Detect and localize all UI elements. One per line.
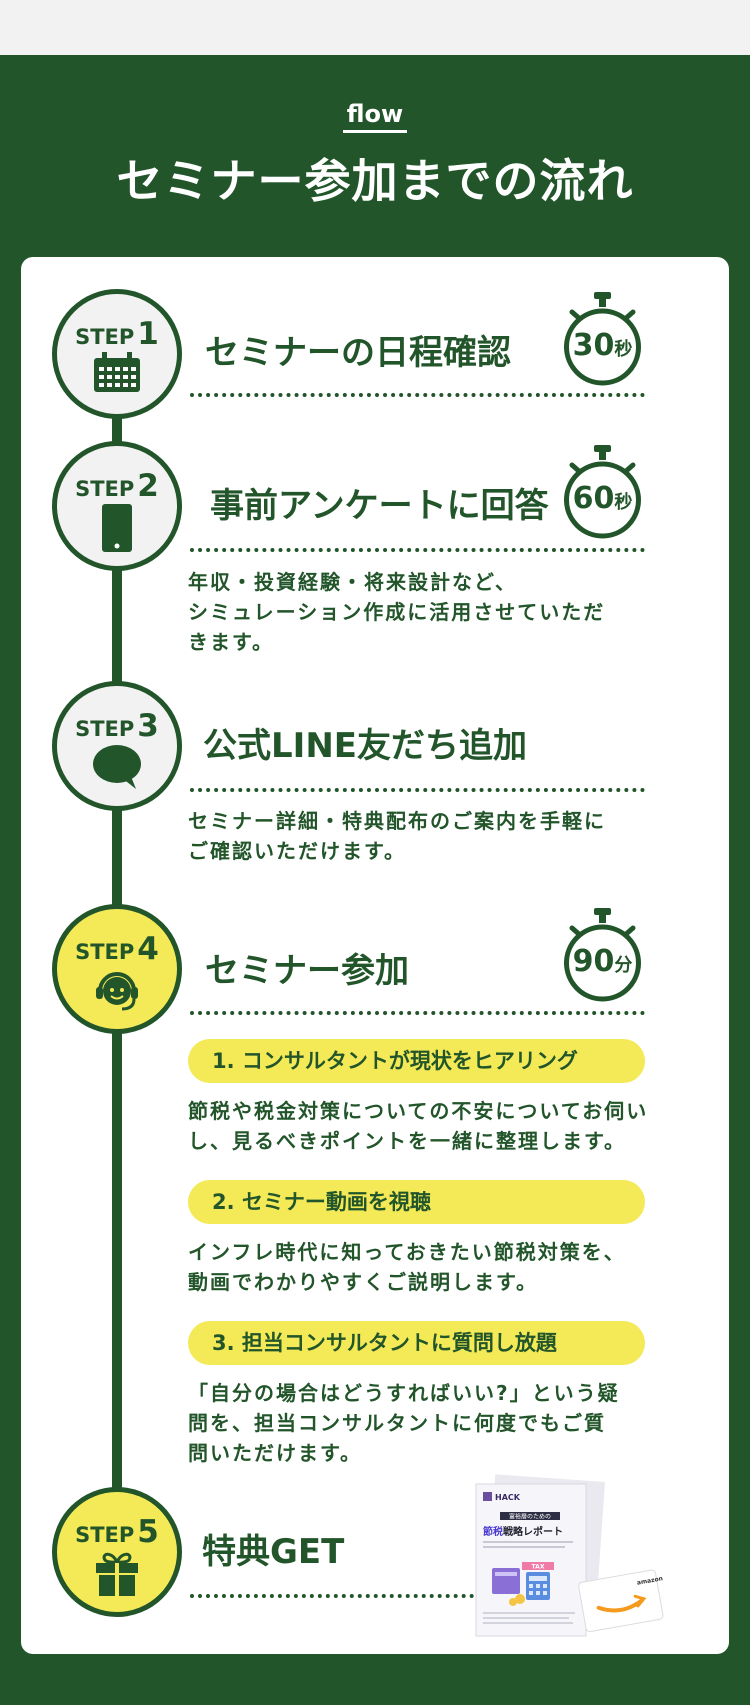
step-2-label: STEP2 (75, 468, 159, 504)
calendar-icon (57, 352, 177, 394)
step-4-label: STEP4 (75, 931, 159, 967)
chat-bubble-icon (57, 744, 177, 790)
substep-3-description: 「自分の場合はどうすればいい?」という疑 問を、担当コンサルタントに何度でもご質… (188, 1381, 620, 1465)
step-1-timer: 30秒 (560, 290, 645, 390)
step-2-badge: STEP2 (52, 441, 182, 571)
step-1-label: STEP1 (75, 316, 159, 352)
step-1-title: セミナーの日程確認 (205, 333, 511, 373)
report-kicker: 富裕層のための (509, 1513, 551, 1521)
substep-1-label: 1. コンサルタントが現状をヒアリング (188, 1039, 645, 1083)
gift-card-brand: amazon (636, 1575, 663, 1586)
substep-3-label: 3. 担当コンサルタントに質問し放題 (188, 1321, 645, 1365)
report-tax-tag: TAX (532, 1564, 545, 1571)
step-1-timer-value: 30秒 (572, 328, 633, 363)
top-band (0, 0, 750, 55)
substep-1-description: 節税や税金対策についての不安についてお伺い し、見るべきポイントを一緒に整理しま… (188, 1099, 649, 1153)
step-3-label: STEP3 (75, 708, 159, 744)
section-title: セミナー参加までの流れ (116, 154, 634, 208)
step-1-divider (190, 393, 645, 397)
step-2-description: 年収・投資経験・将来設計など、 シミュレーション作成に活用させていただ きます。 (188, 570, 606, 654)
step-2-timer-value: 60秒 (572, 481, 633, 516)
step-3-badge: STEP3 (52, 681, 182, 811)
report-title: 戦略レポート (503, 1525, 563, 1538)
stopwatch-icon (564, 445, 641, 539)
step-3-description: セミナー詳細・特典配布のご案内を手軽に ご確認いただけます。 (188, 809, 606, 863)
report-brand: HACK (495, 1493, 521, 1502)
step-4-title: セミナー参加 (205, 951, 409, 991)
step-2-title: 事前アンケートに回答 (210, 486, 549, 526)
consultant-headset-icon (57, 967, 177, 1013)
step-4-badge: STEP4 (52, 904, 182, 1034)
step-4-timer-value: 90分 (572, 944, 633, 979)
step-4-divider (190, 1011, 645, 1015)
step-4-timer: 90分 (560, 906, 645, 1006)
stopwatch-icon (564, 908, 641, 1002)
stopwatch-icon (564, 292, 641, 386)
bonus-report-image: HACK 富裕層のための 節税 戦略レポート TAX amazon (470, 1472, 670, 1642)
section-eyebrow: flow (0, 100, 750, 133)
substep-2-label: 2. セミナー動画を視聴 (188, 1180, 645, 1224)
gift-card: amazon (578, 1569, 663, 1633)
smartphone-icon (57, 504, 177, 552)
gift-icon (57, 1550, 177, 1596)
report-illustration: HACK 富裕層のための 節税 戦略レポート TAX amazon (475, 1474, 663, 1637)
step-5-badge: STEP5 (52, 1487, 182, 1617)
substep-2-description: インフレ時代に知っておきたい節税対策を、 動画でわかりやすくご説明します。 (188, 1240, 626, 1294)
step-3-title: 公式LINE友だち追加 (203, 726, 527, 766)
step-2-divider (190, 548, 645, 552)
step-5-label: STEP5 (75, 1514, 159, 1550)
step-2-timer: 60秒 (560, 443, 645, 543)
step-3-divider (190, 788, 645, 792)
step-5-title: 特典GET (202, 1532, 345, 1572)
step-5-divider (190, 1594, 490, 1598)
report-title-highlight: 節税 (483, 1525, 503, 1538)
step-1-badge: STEP1 (52, 289, 182, 419)
